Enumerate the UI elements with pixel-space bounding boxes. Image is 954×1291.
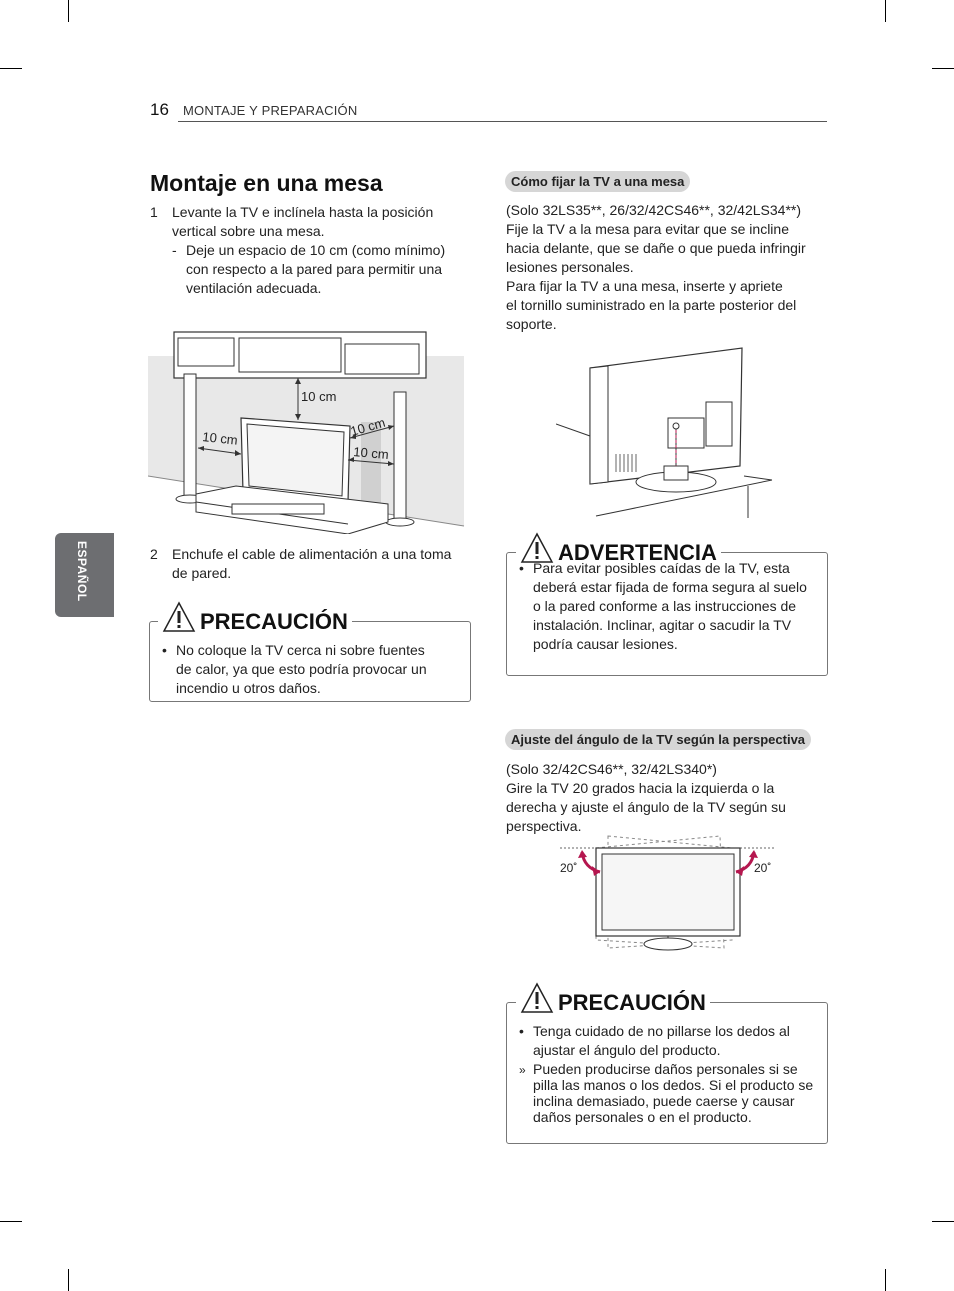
caution-2-sub-line-1: Pueden producirse daños personales si se	[533, 1061, 798, 1077]
warning-box-title: ADVERTENCIA	[558, 540, 717, 565]
caution-1-line-1: No coloque la TV cerca ni sobre fuentes	[176, 642, 425, 658]
warning-triangle-icon	[162, 601, 196, 632]
figure-label-left: 10 cm	[202, 429, 239, 448]
caution-2-line-2: ajustar el ángulo del producto.	[533, 1042, 721, 1058]
fix-section-text: (Solo 32LS35**, 26/32/42CS46**, 32/42LS3…	[506, 201, 806, 334]
step-1-sub-line-3: ventilación adecuada.	[186, 280, 322, 296]
page-title: Montaje en una mesa	[150, 170, 383, 196]
step-1-sub-dash: -	[172, 242, 177, 258]
language-tab: ESPAÑOL	[55, 533, 114, 617]
angle-line-1: (Solo 32/42CS46**, 32/42LS340*)	[506, 761, 717, 777]
caution-1-line-2: de calor, ya que esto podría provocar un	[176, 661, 427, 677]
fix-line-7: soporte.	[506, 316, 557, 332]
caution-box-2-title: PRECAUCIÓN	[558, 990, 706, 1015]
caution-1-bullet: •	[162, 642, 167, 658]
caution-box-2-heading: PRECAUCIÓN	[516, 978, 710, 1014]
tv-clearance-illustration: 10 cm 10 cm 10 cm 10 cm	[148, 331, 465, 534]
caution-2-line-1: Tenga cuidado de no pillarse los dedos a…	[533, 1023, 790, 1039]
caution-2-sub-line-2: pilla las manos o los dedos. Si el produ…	[533, 1077, 814, 1093]
step-1-line-2: vertical sobre una mesa.	[172, 223, 325, 239]
angle-section-pill: Ajuste del ángulo de la TV según la pers…	[505, 729, 812, 750]
fix-line-4: lesiones personales.	[506, 259, 634, 275]
fix-line-2: Fije la TV a la mesa para evitar que se …	[506, 221, 789, 237]
step-1-line-1: Levante la TV e inclínela hasta la posic…	[172, 204, 434, 220]
step-2-text: Enchufe el cable de alimentación a una t…	[172, 545, 451, 583]
caution-2-text: Tenga cuidado de no pillarse los dedos a…	[533, 1022, 790, 1060]
warning-line-5: podría causar lesiones.	[533, 636, 678, 652]
caution-2-bullet: •	[519, 1023, 524, 1039]
caution-1-line-3: incendio u otros daños.	[176, 680, 321, 696]
caution-box-1-title: PRECAUCIÓN	[200, 609, 348, 634]
warning-line-2: deberá estar fijada de forma segura al s…	[533, 579, 807, 595]
step-1-sub-text: Deje un espacio de 10 cm (como mínimo) c…	[186, 241, 445, 298]
fix-section-pill: Cómo fijar la TV a una mesa	[505, 171, 691, 192]
step-2-line-1: Enchufe el cable de alimentación a una t…	[172, 546, 452, 562]
warning-triangle-icon	[520, 982, 554, 1013]
warning-line-4: instalación. Inclinar, agitar o sacudir …	[533, 617, 792, 633]
angle-line-3: derecha y ajuste el ángulo de la TV segú…	[506, 799, 786, 815]
page-number: 16	[150, 100, 169, 119]
figure-label-top: 10 cm	[301, 389, 336, 404]
step-1-sub-line-2: con respecto a la pared para permitir un…	[186, 261, 443, 277]
fix-line-3: hacia delante, que se dañe o que pueda i…	[506, 240, 806, 256]
tv-swivel-illustration: 20˚ 20˚	[560, 835, 774, 951]
header-rule	[178, 121, 827, 122]
warning-triangle-icon	[520, 532, 554, 563]
section-header: MONTAJE Y PREPARACIÓN	[183, 103, 358, 118]
warning-line-1: Para evitar posibles caídas de la TV, es…	[533, 560, 790, 576]
angle-section-text: (Solo 32/42CS46**, 32/42LS340*) Gire la …	[506, 760, 786, 836]
fix-line-1: (Solo 32LS35**, 26/32/42CS46**, 32/42LS3…	[506, 202, 801, 218]
caution-2-sub-line-4: daños personales o en el producto.	[533, 1109, 752, 1125]
angle-label-right: 20˚	[754, 861, 771, 875]
caution-2-sub-line-3: inclina demasiado, puede caerse y causar	[533, 1093, 795, 1109]
warning-box-heading: ADVERTENCIA	[516, 528, 721, 564]
angle-line-4: perspectiva.	[506, 818, 582, 834]
figure-label-right-bottom: 10 cm	[353, 444, 390, 462]
caution-2-sub-text: Pueden producirse daños personales si se…	[533, 1061, 813, 1125]
step-2-number: 2	[150, 546, 158, 562]
language-tab-label: ESPAÑOL	[75, 541, 89, 602]
step-1-number: 1	[150, 204, 158, 220]
warning-bullet: •	[519, 560, 524, 576]
caution-1-text: No coloque la TV cerca ni sobre fuentes …	[176, 641, 427, 698]
fix-line-6: el tornillo suministrado en la parte pos…	[506, 297, 797, 313]
warning-text: Para evitar posibles caídas de la TV, es…	[533, 559, 807, 654]
caution-2-sub-marker: »	[519, 1063, 526, 1077]
warning-line-3: o la pared conforme a las instrucciones …	[533, 598, 797, 614]
caution-box-1-heading: PRECAUCIÓN	[158, 597, 352, 633]
tv-back-screw-illustration	[556, 347, 774, 518]
angle-label-left: 20˚	[560, 861, 577, 875]
fix-line-5: Para fijar la TV a una mesa, inserte y a…	[506, 278, 783, 294]
step-2-line-2: de pared.	[172, 565, 232, 581]
step-1-sub-line-1: Deje un espacio de 10 cm (como mínimo)	[186, 242, 446, 258]
angle-line-2: Gire la TV 20 grados hacia la izquierda …	[506, 780, 775, 796]
step-1-text: Levante la TV e inclínela hasta la posic…	[172, 203, 433, 241]
